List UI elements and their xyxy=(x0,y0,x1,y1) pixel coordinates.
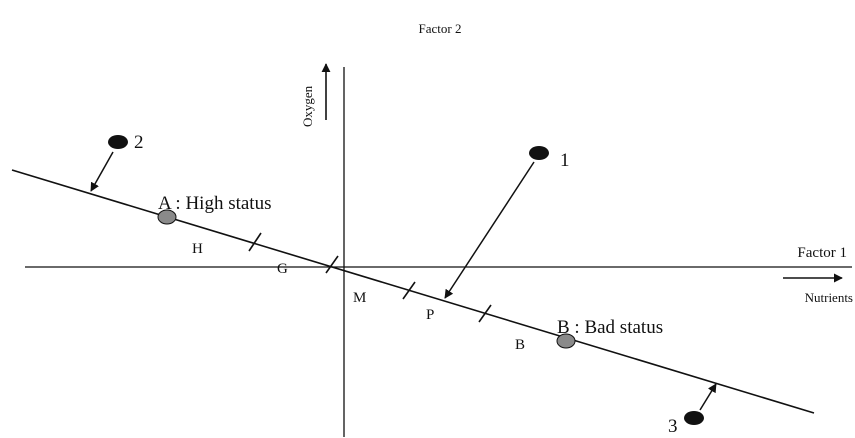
projection-arrow-1 xyxy=(444,161,535,299)
tick-mark xyxy=(478,304,492,323)
tick-mark xyxy=(402,281,416,300)
status-point-a xyxy=(157,209,177,225)
tick-mark xyxy=(248,232,262,252)
x-axis-sublabel: Nutrients xyxy=(805,290,853,305)
sample-label-1: 1 xyxy=(560,150,570,171)
projection-arrow-2 xyxy=(90,151,114,192)
segment-label-h: H xyxy=(192,241,203,257)
sample-point-3 xyxy=(684,411,704,425)
y-axis-label: Oxygen xyxy=(300,85,315,127)
tick-mark xyxy=(325,255,339,274)
projection-arrow-3 xyxy=(699,383,717,411)
sample-point-2 xyxy=(108,135,128,149)
segment-label-g: G xyxy=(277,261,288,277)
gradient-line xyxy=(11,169,815,414)
sample-point-1 xyxy=(529,146,549,160)
diagram-title: Factor 2 xyxy=(419,21,462,36)
sample-label-3: 3 xyxy=(668,416,678,437)
sample-label-2: 2 xyxy=(134,132,144,153)
segment-label-p: P xyxy=(426,307,434,323)
status-point-b xyxy=(556,333,576,349)
x-axis-label: Factor 1 xyxy=(797,245,847,261)
segment-label-b: B xyxy=(515,337,525,353)
status-label-b: B : Bad status xyxy=(557,317,663,338)
status-label-a: A : High status xyxy=(158,193,271,214)
segment-label-m: M xyxy=(353,290,366,306)
